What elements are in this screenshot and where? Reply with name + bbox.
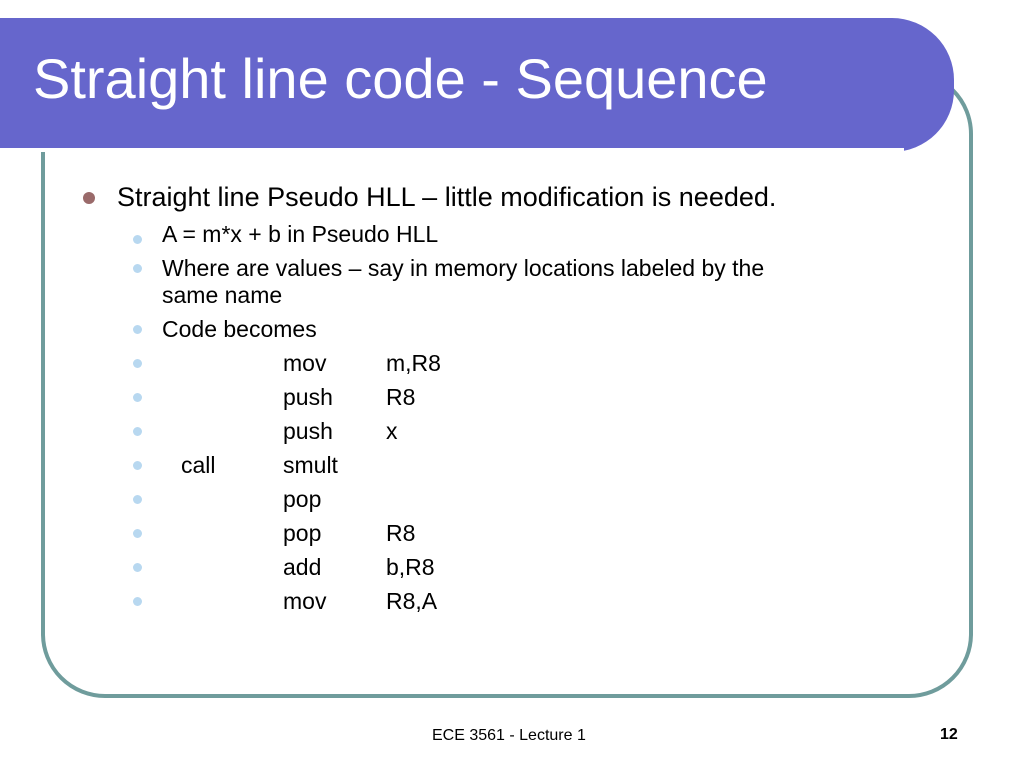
slide-title: Straight line code - Sequence bbox=[33, 47, 768, 110]
title-bar bbox=[0, 18, 954, 152]
footer-lecture-label: ECE 3561 - Lecture 1 bbox=[432, 727, 586, 744]
title-underline bbox=[0, 148, 904, 152]
page-number: 12 bbox=[940, 726, 958, 743]
content-frame bbox=[41, 70, 973, 698]
